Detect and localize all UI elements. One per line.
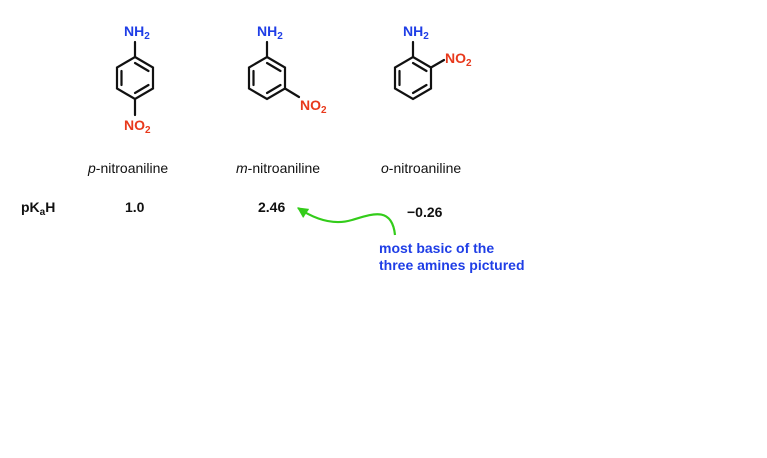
ring-double-bond [265, 83, 282, 95]
benzene-ring [247, 55, 287, 101]
nitro-group-label: NO2 [124, 117, 151, 136]
compound-name-p: p-nitroaniline [87, 160, 168, 176]
nitro-group-label: NO2 [300, 97, 327, 116]
pkah-value-o: −0.26 [407, 204, 443, 220]
pkah-row-label: pKaH [21, 199, 55, 218]
compound-name-m: m-nitroaniline [236, 160, 320, 176]
amine-group-label: NH2 [403, 23, 429, 42]
p-nitroaniline-structure: NH2 NO2 [115, 23, 155, 136]
amine-group-label: NH2 [124, 23, 150, 42]
pkah-value-m: 2.46 [258, 199, 285, 215]
ring-double-bond [411, 83, 428, 95]
compound-name-o: o-nitroaniline [381, 160, 461, 176]
nitro-group-label: NO2 [445, 50, 472, 69]
ring-double-bond [133, 61, 150, 73]
ring-double-bond [265, 61, 282, 73]
ring-double-bond [133, 83, 150, 95]
m-nitroaniline-structure: NH2 NO2 [247, 23, 327, 116]
curved-arrow [297, 207, 397, 236]
annotation-line-2: three amines pictured [379, 257, 525, 273]
amine-group-label: NH2 [257, 23, 283, 42]
c-n-bond [429, 58, 446, 69]
c-n-bond [283, 87, 301, 99]
annotation-line-1: most basic of the [379, 240, 494, 256]
pkah-value-p: 1.0 [125, 199, 145, 215]
ring-double-bond [411, 61, 428, 73]
o-nitroaniline-structure: NH2 NO2 [393, 23, 472, 101]
